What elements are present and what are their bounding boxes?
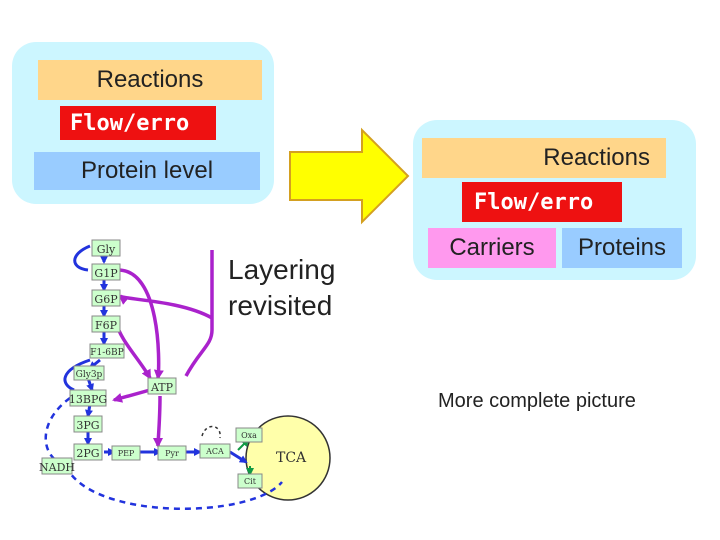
node-gly: Gly <box>97 243 116 256</box>
node-3pg-box <box>73 415 103 433</box>
node-g6p: G6P <box>94 293 118 306</box>
node-pyr: Pyr <box>165 449 179 458</box>
node-g1p-box <box>91 263 121 281</box>
left-flow-bar: Flow/erro <box>60 106 216 140</box>
node-g1p: G1P <box>94 267 118 280</box>
transition-arrow <box>289 127 410 225</box>
node-aca: ACA <box>205 447 224 456</box>
node-f16b-box <box>89 343 125 359</box>
left-protein-bar: Protein level <box>34 152 260 190</box>
right-flow-bar: Flow/erro <box>462 182 622 222</box>
node-f6p-box <box>91 315 121 333</box>
title-line-2: revisited <box>228 290 333 321</box>
node-g6p-box <box>91 289 121 307</box>
node-pep: PEP <box>118 449 135 458</box>
node-atp-box <box>147 377 177 395</box>
node-f6p: F6P <box>95 319 118 332</box>
left-reactions-bar: Reactions <box>38 60 262 100</box>
right-proteins-bar: Proteins <box>562 228 682 268</box>
title-line-1: Layering <box>228 254 336 285</box>
right-reactions-bar: Reactions <box>422 138 666 178</box>
node-pep-box <box>111 445 141 461</box>
atp-flow <box>112 250 214 448</box>
node-gly-box <box>91 239 121 257</box>
aca-loop <box>201 425 221 439</box>
node-13bpg: 13BPG <box>69 393 107 406</box>
node-nadh-box <box>41 457 73 475</box>
tca-label: TCA <box>276 450 307 466</box>
node-oxa: Oxa <box>241 431 257 440</box>
node-f16b: F1-6BP <box>90 348 123 358</box>
node-nadh: NADH <box>39 461 75 474</box>
node-2pg-box <box>73 443 103 461</box>
node-cit: Cit <box>244 477 257 486</box>
node-2pg: 2PG <box>76 447 99 460</box>
right-carriers-bar: Carriers <box>428 228 556 268</box>
caption-text: More complete picture <box>438 390 636 412</box>
node-aca-box <box>199 443 231 459</box>
node-oxa-box <box>235 427 263 443</box>
node-pyr-box <box>157 445 187 461</box>
node-13bpg-box <box>69 389 107 407</box>
node-atp: ATP <box>150 381 174 394</box>
node-gly3p: Gly3p <box>76 370 103 380</box>
node-cit-box <box>237 473 263 489</box>
node-3pg: 3PG <box>76 419 99 432</box>
node-gly3p-box <box>73 365 105 381</box>
